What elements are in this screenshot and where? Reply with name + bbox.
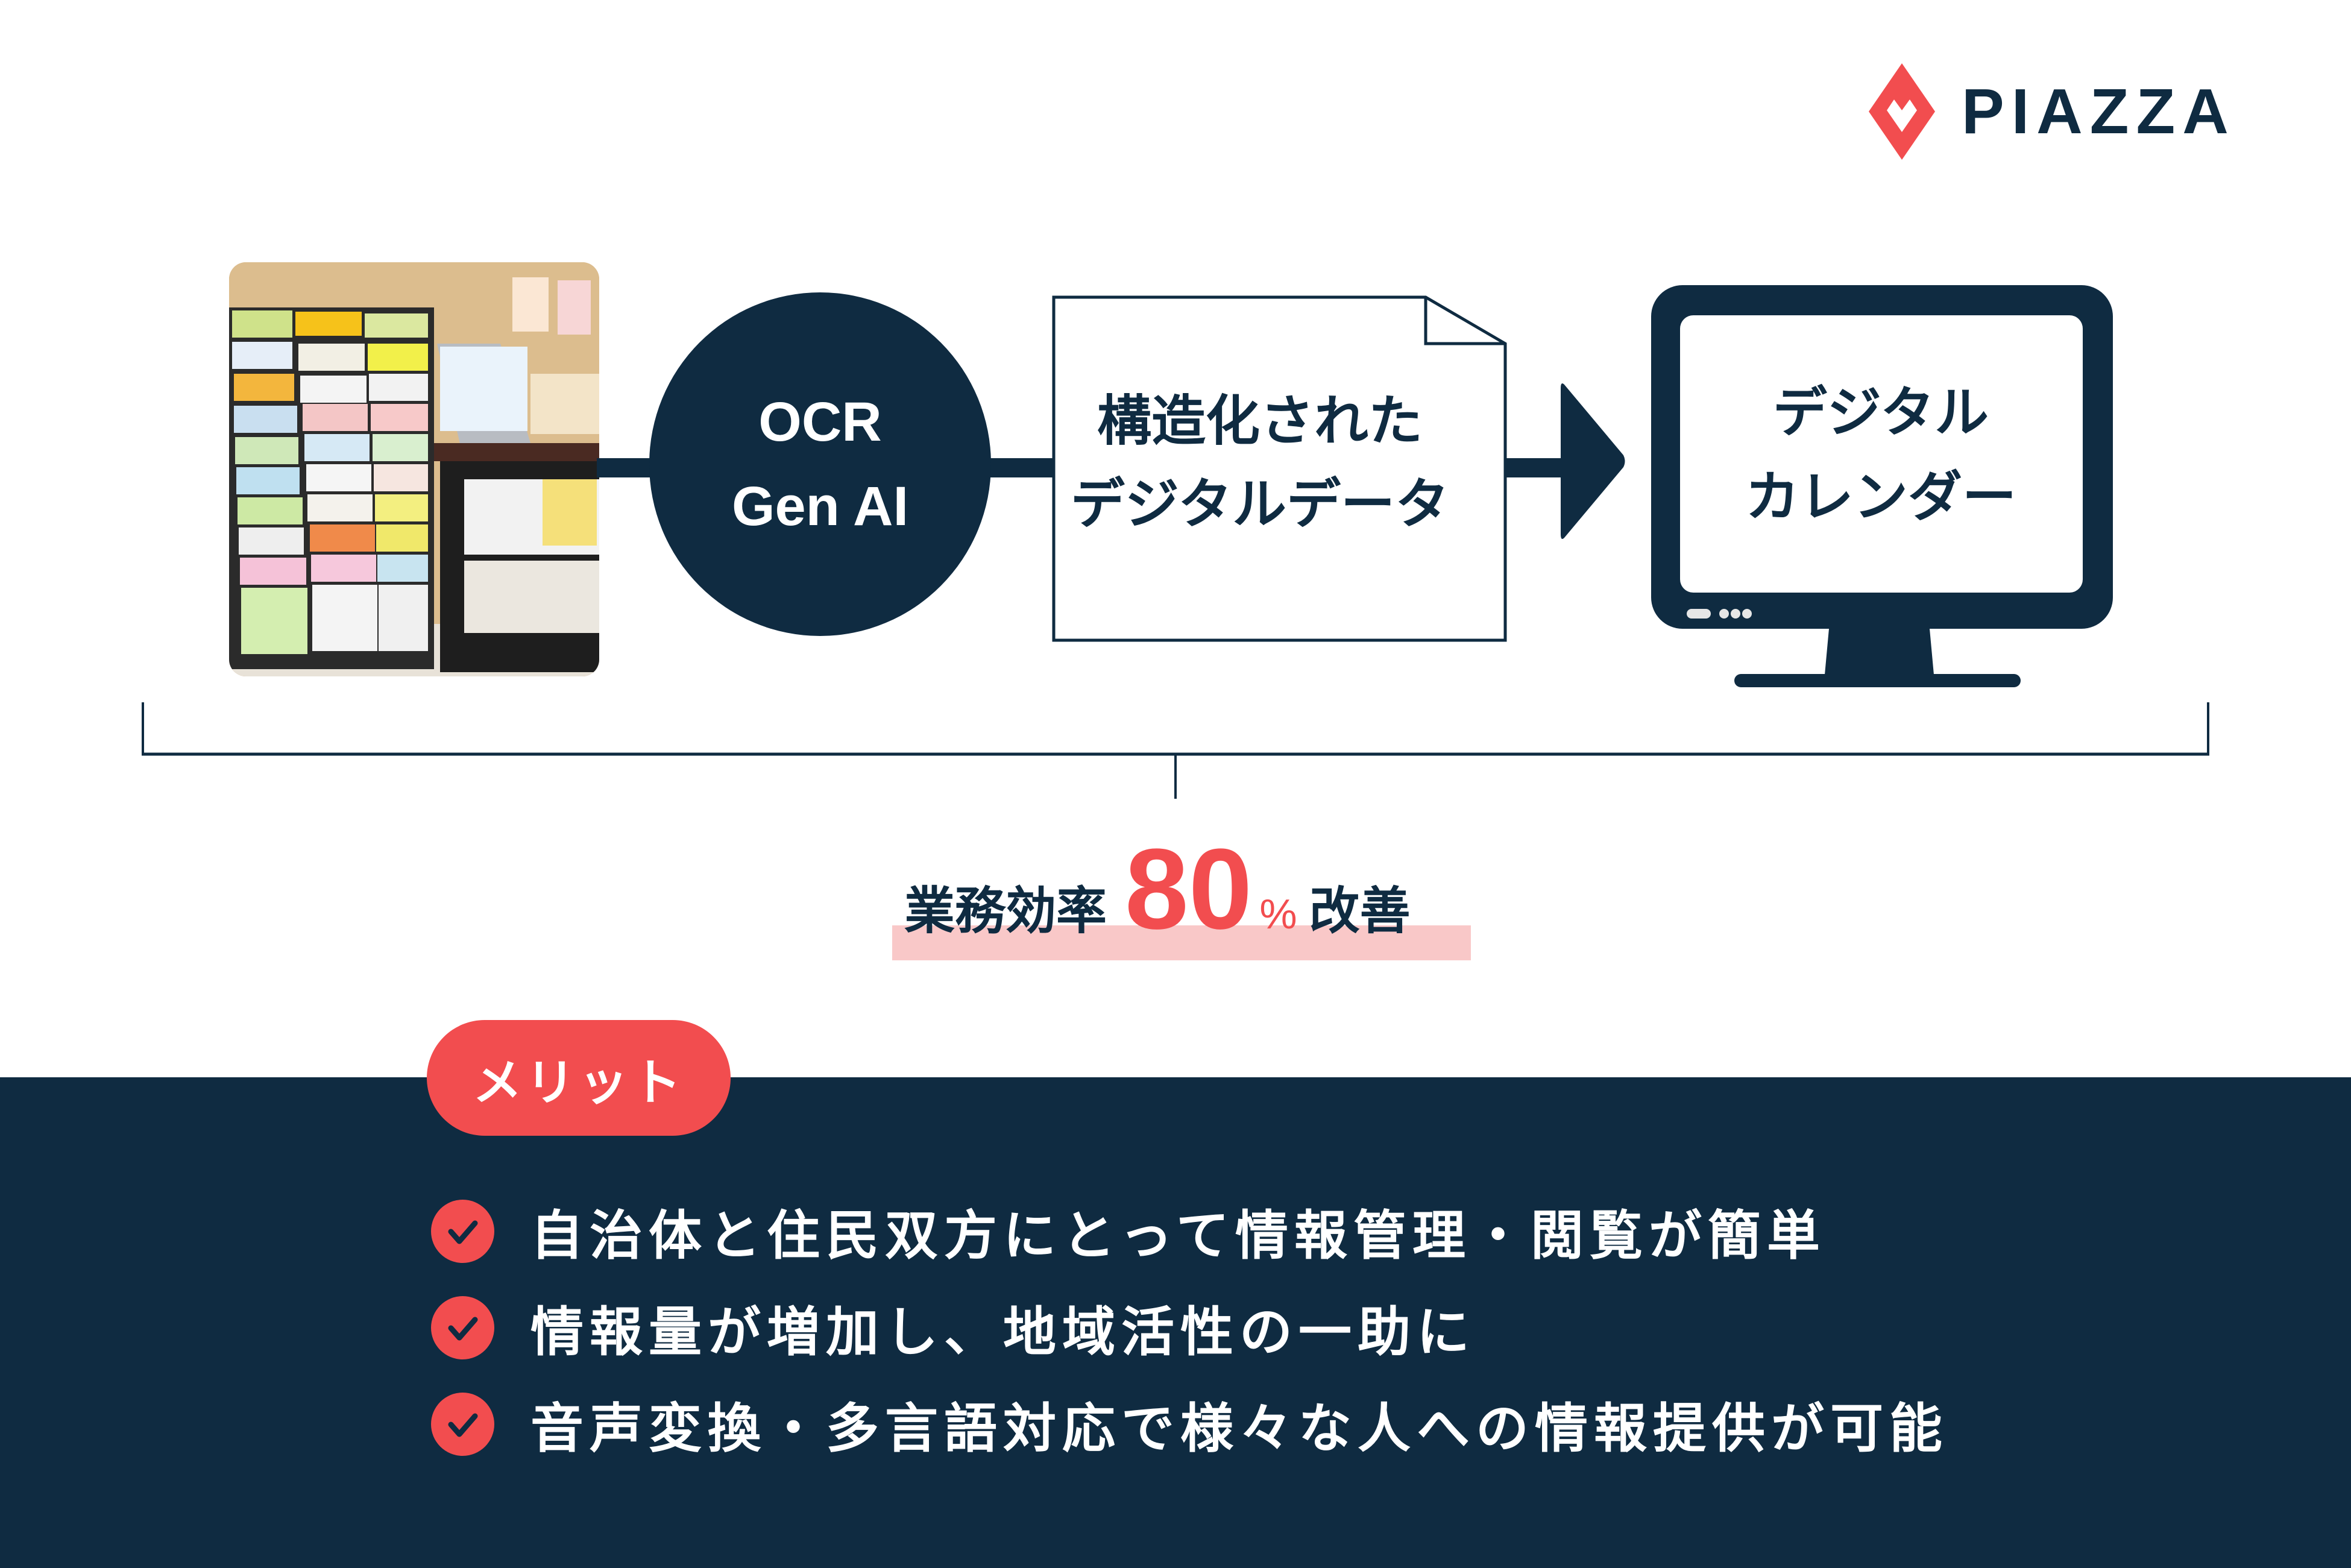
- merits-panel: [0, 1077, 2351, 1568]
- check-circle-icon: [431, 1296, 494, 1359]
- connector-line: [597, 458, 651, 477]
- list-item: 情報量が増加し、地域活性の一助に: [431, 1296, 1948, 1363]
- connector-line: [989, 458, 1055, 477]
- brochure-rack-photo: [229, 262, 599, 676]
- merits-list: 自治体と住民双方にとって情報管理・閲覧が簡単 情報量が増加し、地域活性の一助に …: [431, 1200, 1948, 1489]
- summary-bracket: [142, 702, 2209, 799]
- calendar-line-2: カレンダー: [1745, 465, 2016, 529]
- connector-line: [1504, 458, 1564, 477]
- headline-highlight: [892, 925, 1471, 960]
- structured-data-document: 構造化された デジタルデータ: [1052, 295, 1507, 642]
- list-item: 音声変換・多言語対応で様々な人への情報提供が可能: [431, 1393, 1948, 1459]
- calendar-line-1: デジタル: [1772, 381, 1989, 444]
- process-line-2: Gen AI: [731, 476, 909, 537]
- efficiency-headline: 業務効率 80 % 改善: [886, 825, 1471, 965]
- headline-suffix: 改善: [1309, 881, 1411, 940]
- headline-value: 80: [1125, 825, 1253, 953]
- merit-text: 情報量が増加し、地域活性の一助に: [530, 1301, 1476, 1363]
- document-line-2: デジタルデータ: [1070, 473, 1450, 536]
- merits-badge: メリット: [427, 1020, 731, 1136]
- diamond-heart-icon: [1869, 63, 1935, 160]
- check-circle-icon: [431, 1200, 494, 1263]
- arrow-right-icon: [1558, 380, 1628, 543]
- list-item: 自治体と住民双方にとって情報管理・閲覧が簡単: [431, 1200, 1948, 1267]
- process-line-1: OCR: [758, 391, 882, 453]
- monitor-icon: [1651, 285, 2113, 687]
- document-line-1: 構造化された: [1097, 389, 1423, 453]
- ocr-genai-node: OCR Gen AI: [649, 292, 991, 636]
- digital-calendar-monitor: デジタル カレンダー: [1649, 280, 2113, 690]
- check-circle-icon: [431, 1393, 494, 1456]
- merit-text: 音声変換・多言語対応で様々な人への情報提供が可能: [530, 1397, 1949, 1459]
- piazza-logo: PIAZZA: [1869, 63, 2236, 160]
- headline-label: 業務効率: [904, 881, 1107, 940]
- headline-unit: %: [1259, 890, 1297, 937]
- merit-text: 自治体と住民双方にとって情報管理・閲覧が簡単: [530, 1204, 1826, 1267]
- logo-text: PIAZZA: [1962, 76, 2236, 147]
- document-icon: [1052, 295, 1507, 642]
